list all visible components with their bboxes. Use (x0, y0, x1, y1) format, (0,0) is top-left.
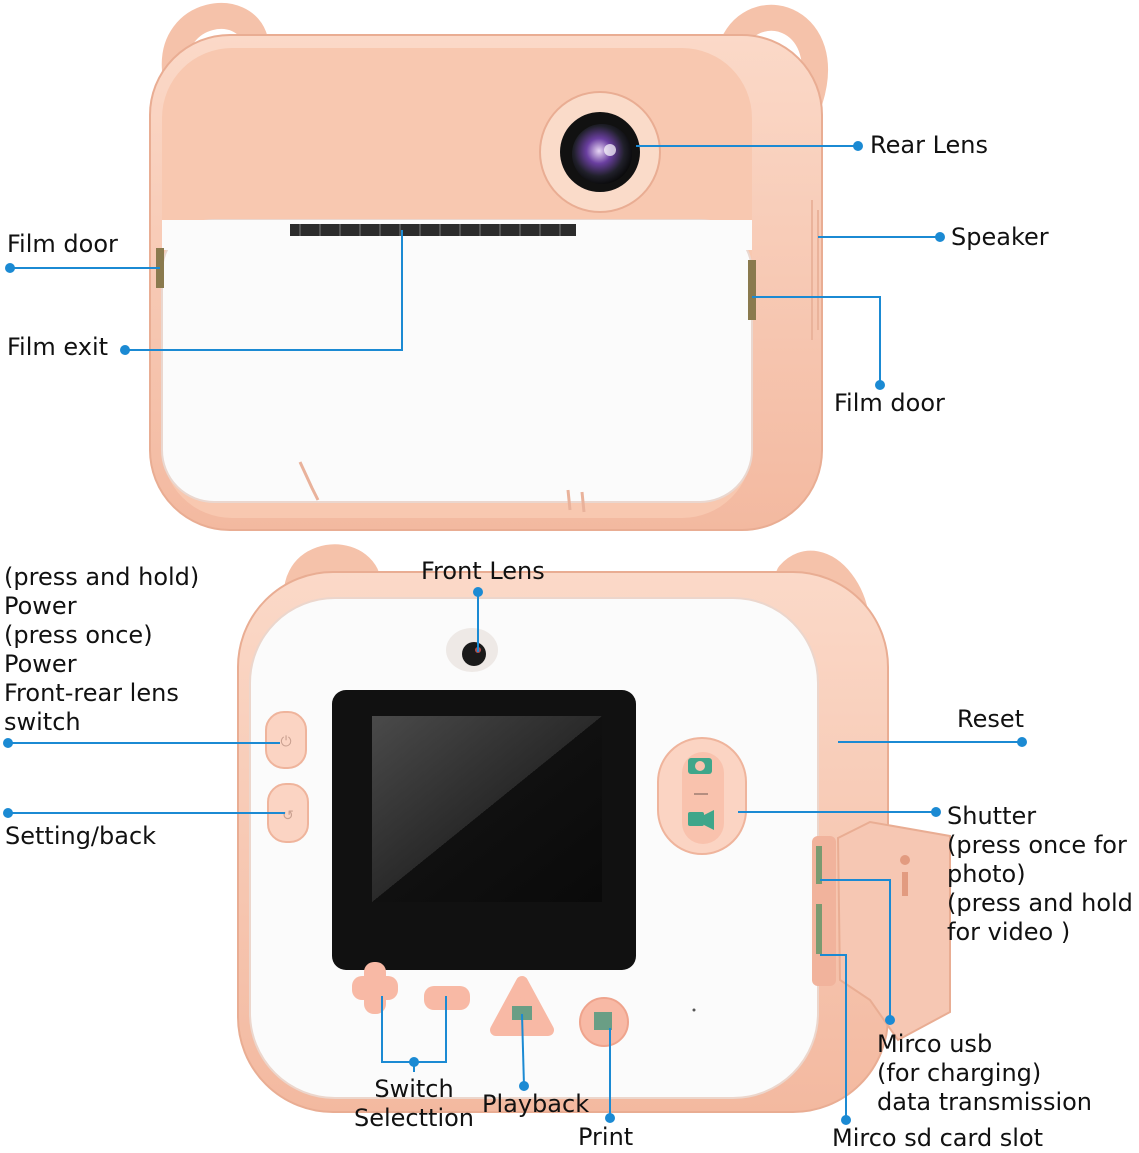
label-power: (press and hold) Power (press once) Powe… (4, 563, 200, 736)
label-film-exit: Film exit (7, 333, 109, 361)
front-camera: ⏻ ↺ (237, 544, 951, 1113)
rear-camera (149, 3, 828, 531)
label-switch-selection: Switch Selecttion (354, 1075, 475, 1132)
label-rear-lens: Rear Lens (870, 131, 988, 159)
label-shutter: Shutter (press once for photo) (press an… (947, 802, 1133, 946)
print-button[interactable] (579, 997, 629, 1047)
plus-button[interactable] (352, 962, 398, 1014)
callout-lines (8, 145, 1022, 1120)
image-icon (512, 1006, 532, 1020)
label-setting-back: Setting/back (5, 822, 157, 850)
label-micro-usb: Mirco usb (for charging) data transmissi… (877, 1030, 1093, 1116)
label-film-door-right: Film door (834, 389, 945, 417)
camera-icon (688, 758, 712, 774)
port-flap (812, 820, 951, 1042)
power-button[interactable]: ⏻ (265, 711, 307, 769)
label-speaker: Speaker (951, 223, 1049, 251)
film-exit-slot (290, 224, 576, 236)
label-print: Print (578, 1123, 634, 1151)
label-front-lens: Front Lens (421, 557, 545, 585)
front-lens (446, 628, 498, 672)
shutter-button[interactable] (657, 737, 747, 855)
label-film-door-left: Film door (7, 230, 118, 258)
label-playback: Playback (482, 1090, 590, 1118)
label-reset: Reset (957, 705, 1025, 733)
svg-text:⏻: ⏻ (280, 734, 291, 750)
video-icon (688, 810, 714, 830)
print-icon (594, 1012, 612, 1030)
speaker-grille (811, 200, 819, 340)
callout-dots (3, 141, 1027, 1125)
label-sd-slot: Mirco sd card slot (832, 1124, 1044, 1152)
film-door-panel (161, 219, 753, 503)
svg-text:↺: ↺ (282, 808, 294, 824)
rear-lens (539, 91, 661, 213)
